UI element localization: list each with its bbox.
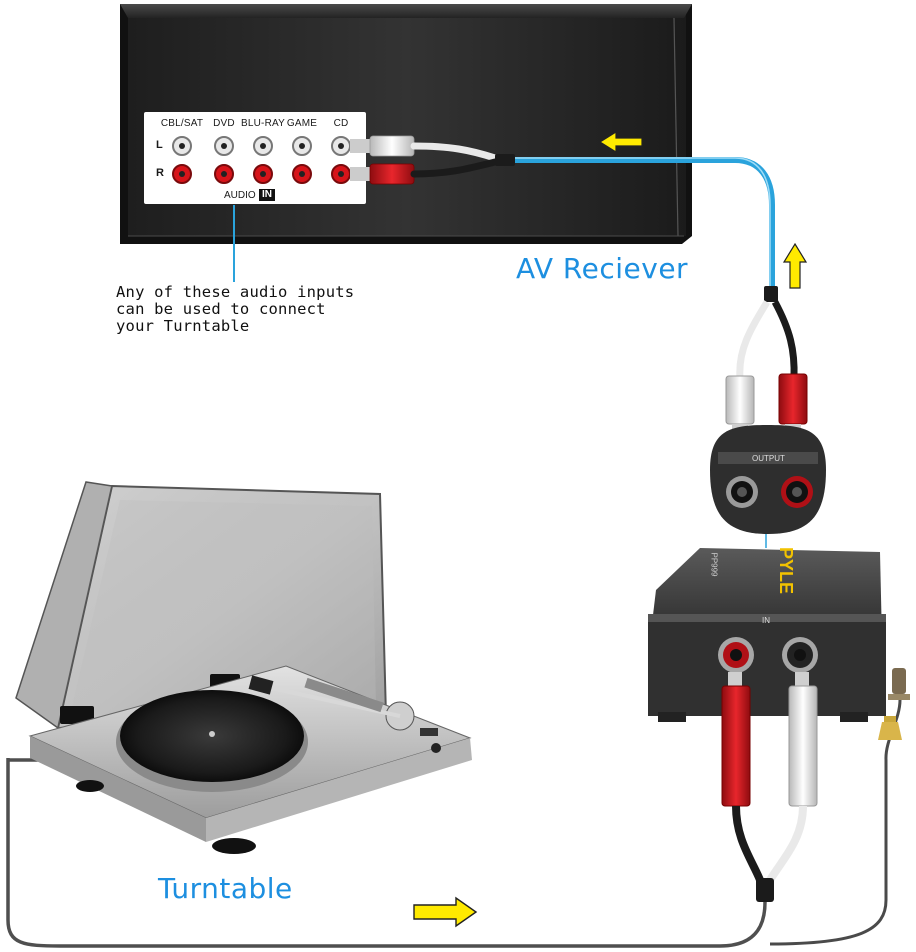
preamp-output-label: OUTPUT xyxy=(752,454,785,463)
preamp-output-closeup xyxy=(710,425,826,548)
jack-game-left[interactable] xyxy=(292,136,312,156)
note-line-1: Any of these audio inputs xyxy=(116,283,355,301)
jack-game-right[interactable] xyxy=(292,164,312,184)
jack-cd-right[interactable] xyxy=(331,164,351,184)
turntable xyxy=(15,481,472,854)
input-label-bluray: BLU-RAY xyxy=(240,118,285,129)
turntable-cable xyxy=(6,758,767,948)
turntable-label: Turntable xyxy=(158,872,293,905)
input-label-cd: CD xyxy=(333,118,349,129)
note-line-2: can be used to connect xyxy=(116,300,326,318)
jack-cblsat-right[interactable] xyxy=(172,164,192,184)
note-line-3: your Turntable xyxy=(116,317,250,335)
jack-cd-left[interactable] xyxy=(331,136,351,156)
jack-bluray-left[interactable] xyxy=(253,136,273,156)
channel-left-label: L xyxy=(156,139,163,151)
arrow-up-icon xyxy=(782,242,808,289)
arrow-right-icon xyxy=(413,896,478,928)
channel-right-label: R xyxy=(156,167,164,179)
arrow-left-icon xyxy=(598,130,643,154)
input-rca-cable xyxy=(721,672,902,946)
in-badge: IN xyxy=(259,189,275,201)
preamp-brand: PYLE xyxy=(776,546,797,595)
preamp-model: PP999 xyxy=(709,552,719,577)
jack-dvd-left[interactable] xyxy=(214,136,234,156)
audio-in-label: AUDIO xyxy=(224,190,256,201)
y-split-output-cable xyxy=(725,286,808,444)
jack-dvd-right[interactable] xyxy=(214,164,234,184)
phono-preamp xyxy=(648,548,910,722)
audio-inputs-note: Any of these audio inputs can be used to… xyxy=(116,284,354,335)
rca-plugs-receiver xyxy=(350,135,515,185)
receiver-input-jacks xyxy=(172,136,351,184)
jack-bluray-right[interactable] xyxy=(253,164,273,184)
av-receiver-label: AV Reciever xyxy=(516,252,689,285)
input-label-dvd: DVD xyxy=(213,118,235,129)
jack-cblsat-left[interactable] xyxy=(172,136,192,156)
input-label-game: GAME xyxy=(286,118,318,129)
preamp-input-label: IN xyxy=(762,616,770,625)
input-label-cblsat: CBL/SAT xyxy=(160,118,204,129)
